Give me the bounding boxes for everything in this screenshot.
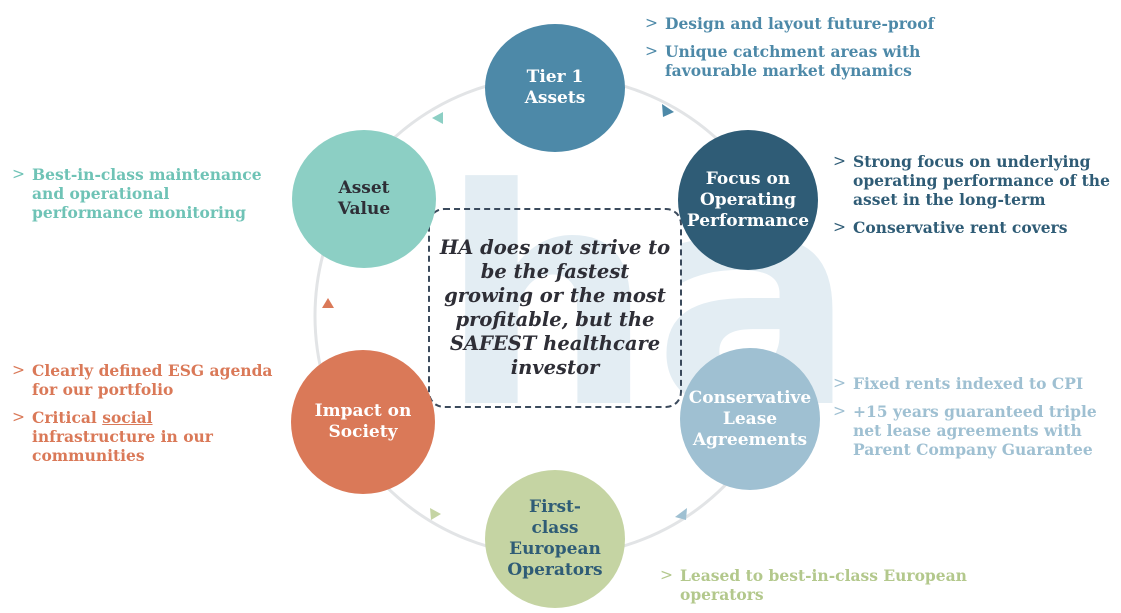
chevron-right-icon: >	[645, 14, 658, 32]
center-statement: HA does not strive to be the fastest gro…	[439, 236, 671, 379]
chevron-right-icon: >	[660, 566, 673, 584]
node-impact-on-society: Impact on Society	[291, 350, 435, 494]
chevron-right-icon: >	[833, 374, 846, 392]
node-operating-performance: Focus on Operating Performance	[678, 130, 818, 270]
node-label: Focus on Operating Performance	[686, 168, 810, 231]
chevron-right-icon: >	[12, 361, 25, 379]
chevron-right-icon: >	[12, 408, 25, 426]
center-statement-box: HA does not strive to be the fastest gro…	[428, 208, 682, 408]
chevron-right-icon: >	[833, 218, 846, 236]
node-lease-agreements: Conservative Lease Agreements	[680, 348, 820, 490]
arrow-operating-icon	[784, 308, 798, 318]
node-label: Tier 1 Assets	[524, 67, 586, 108]
chevron-right-icon: >	[12, 165, 25, 183]
arrow-tier1-icon	[662, 104, 674, 117]
chevron-right-icon: >	[833, 402, 846, 420]
arrow-society-icon	[322, 298, 334, 308]
node-tier1-assets: Tier 1 Assets	[485, 24, 625, 152]
node-label: First- class European Operators	[507, 497, 603, 580]
node-label: Conservative Lease Agreements	[688, 387, 812, 450]
arrow-asset-value-icon	[432, 112, 443, 124]
bullet-item: >Design and layout future-proof	[645, 14, 935, 33]
bullet-item: >Clearly defined ESG agenda for our port…	[12, 361, 273, 399]
node-label: Impact on Society	[314, 401, 412, 442]
bullet-item: >+15 years guaranteed triple net lease a…	[833, 402, 1097, 459]
arrow-lease-icon	[675, 508, 687, 520]
node-label: Asset Value	[337, 178, 391, 219]
bullet-item: >Unique catchment areas with favourable …	[645, 42, 921, 80]
bullets-society: >Clearly defined ESG agenda for our port…	[12, 361, 302, 474]
chevron-right-icon: >	[645, 42, 658, 60]
arrow-operators-icon	[430, 508, 441, 520]
bullet-item: >Best-in-class maintenance and operation…	[12, 165, 262, 222]
bullets-operating: >Strong focus on underlying operating pe…	[833, 152, 1113, 246]
bullets-asset-value: >Best-in-class maintenance and operation…	[12, 165, 292, 231]
bullet-item: >Fixed rents indexed to CPI	[833, 374, 1084, 393]
chevron-right-icon: >	[833, 152, 846, 170]
bullets-tier1: >Design and layout future-proof >Unique …	[645, 14, 975, 89]
node-european-operators: First- class European Operators	[485, 470, 625, 608]
bullet-item: >Conservative rent covers	[833, 218, 1068, 237]
bullet-item: >Critical social infrastructure in our c…	[12, 408, 213, 465]
bullet-item: >Leased to best-in-class European operat…	[660, 566, 967, 604]
node-asset-value: Asset Value	[292, 130, 436, 268]
bullets-lease: >Fixed rents indexed to CPI >+15 years g…	[833, 374, 1113, 468]
bullet-item: >Strong focus on underlying operating pe…	[833, 152, 1110, 209]
bullets-operators: >Leased to best-in-class European operat…	[660, 566, 1020, 613]
